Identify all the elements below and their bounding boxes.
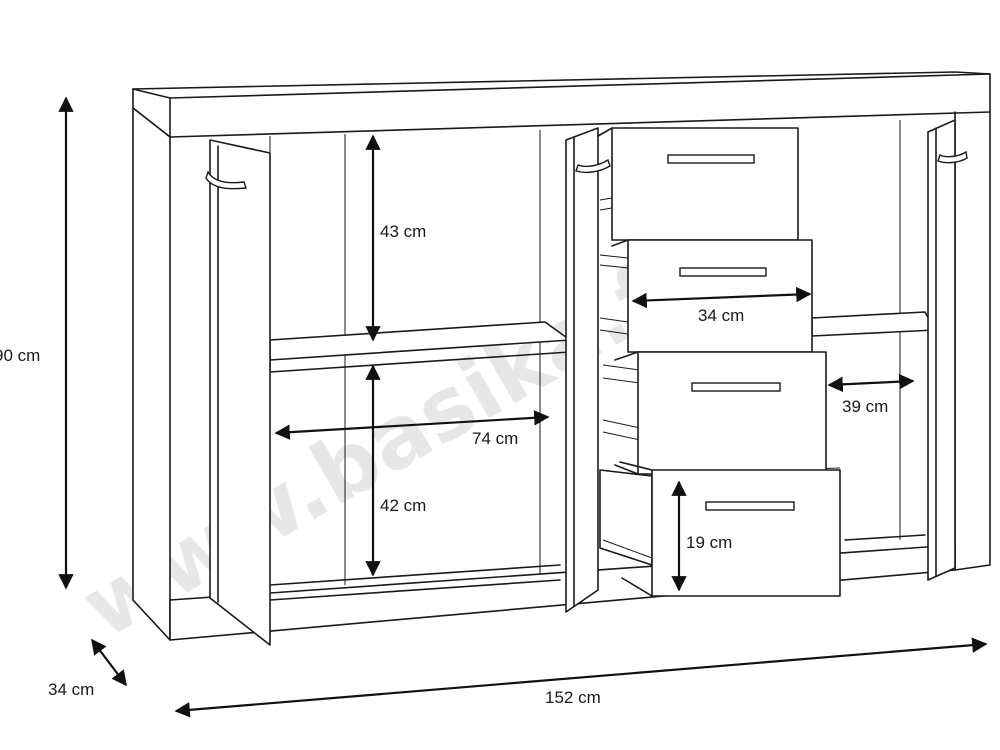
drawer-runners bbox=[599, 197, 841, 566]
dimension-drawer-height: 19 cm bbox=[671, 480, 732, 592]
dimension-drawer-width: 34 cm bbox=[631, 286, 812, 325]
depth-label: 34 cm bbox=[48, 680, 94, 699]
drawer-3 bbox=[614, 351, 827, 475]
dimension-shelf-upper: 43 cm bbox=[365, 134, 426, 342]
dimension-height: 90 cm bbox=[0, 96, 74, 590]
right-door bbox=[927, 119, 968, 581]
dimension-right-compartment: 39 cm bbox=[827, 373, 915, 416]
left-door bbox=[205, 139, 271, 646]
dimension-inner-width: 74 cm bbox=[274, 410, 550, 448]
width-label: 152 cm bbox=[545, 688, 601, 707]
shelf-upper-label: 43 cm bbox=[380, 222, 426, 241]
inner-width-label: 74 cm bbox=[472, 429, 518, 448]
shelf-lower-label: 42 cm bbox=[380, 496, 426, 515]
dimension-width: 152 cm bbox=[174, 637, 988, 718]
drawer-4 bbox=[619, 461, 841, 597]
drawer-width-label: 34 cm bbox=[698, 306, 744, 325]
dimension-shelf-lower: 42 cm bbox=[365, 364, 426, 577]
right-compartment-label: 39 cm bbox=[842, 397, 888, 416]
height-label: 90 cm bbox=[0, 346, 40, 365]
middle-door bbox=[565, 127, 611, 613]
dimension-depth: 34 cm bbox=[48, 638, 127, 699]
drawer-height-label: 19 cm bbox=[686, 533, 732, 552]
drawer-1 bbox=[597, 127, 799, 241]
